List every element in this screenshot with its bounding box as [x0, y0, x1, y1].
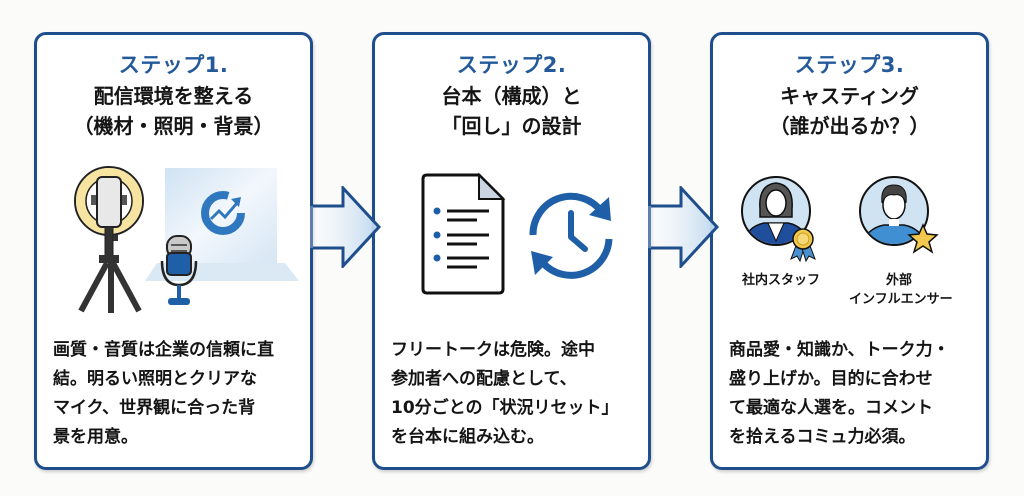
microphone-icon — [160, 235, 198, 305]
step-title-line: キャスティング — [780, 84, 919, 108]
description-line: 10分ごとの「状況リセット」 — [391, 398, 619, 418]
step-description: 画質・音質は企業の信頼に直 結。明るい照明とクリアな マイク、世界観に合った背 … — [53, 336, 298, 452]
staff-avatar-icon — [741, 176, 811, 246]
description-line: を拾えるコミュ力必須。 — [729, 427, 916, 447]
equipment-illustration — [37, 163, 310, 323]
right-arrow-icon — [303, 184, 382, 270]
step-label: ステップ2. — [456, 53, 567, 77]
step-title-line: 「回し」の設計 — [441, 114, 582, 138]
clock-cycle-icon — [529, 192, 613, 279]
right-arrow-icon — [641, 184, 720, 270]
step-title-line: （機材・照明・背景） — [73, 114, 274, 138]
step-label: ステップ3. — [794, 53, 905, 77]
person-label-line: 社内スタッフ — [742, 273, 821, 288]
step-title: キャスティング （誰が出るか？） — [713, 81, 986, 141]
influencer-avatar-icon — [859, 176, 929, 246]
description-line: 画質・音質は企業の信頼に直 — [53, 340, 274, 360]
step-title-line: 配信環境を整える — [93, 84, 254, 108]
step-description: フリートークは危険。途中 参加者への配慮として、 10分ごとの「状況リセット」 … — [391, 336, 636, 452]
description-line: 参加者への配慮として、 — [391, 369, 577, 389]
step-label: ステップ1. — [118, 53, 229, 77]
step-description: 商品愛・知識か、トーク力・ 盛り上げか。目的に合わせ て最適な人選を。コメント … — [729, 336, 974, 452]
description-line: 商品愛・知識か、トーク力・ — [729, 340, 950, 360]
step-card-1: ステップ1. 配信環境を整える （機材・照明・背景） — [34, 32, 313, 470]
step-title: 台本（構成）と 「回し」の設計 — [375, 81, 648, 141]
step-card-3: ステップ3. キャスティング （誰が出るか？） — [710, 32, 989, 470]
flow-arrow-2-to-3 — [641, 184, 721, 270]
step-title-line: （誰が出るか？） — [769, 114, 930, 138]
ring-light-tripod-icon — [74, 166, 144, 313]
script-illustration — [375, 163, 648, 323]
person-label-line: 外部 — [885, 273, 912, 288]
flow-arrow-1-to-2 — [303, 184, 383, 270]
person-label-line: インフルエンサー — [849, 292, 953, 307]
description-line: 結。明るい照明とクリアな — [53, 369, 257, 389]
description-line: を台本に組み込む。 — [391, 427, 544, 447]
casting-illustration — [713, 163, 986, 323]
step-title-line: 台本（構成）と — [441, 84, 582, 108]
description-line: 盛り上げか。目的に合わせ — [729, 369, 933, 389]
person-label-influencer: 外部 インフルエンサー — [849, 271, 953, 309]
script-document-icon — [421, 172, 506, 295]
award-ribbon-icon — [790, 228, 816, 263]
step-card-2: ステップ2. 台本（構成）と 「回し」の設計 — [372, 32, 651, 470]
description-line: マイク、世界観に合った背 — [53, 398, 256, 418]
star-icon — [907, 223, 939, 254]
step-title: 配信環境を整える （機材・照明・背景） — [37, 81, 310, 141]
description-line: 景を用意。 — [53, 427, 138, 447]
description-line: フリートークは危険。途中 — [391, 340, 595, 360]
person-label-staff: 社内スタッフ — [742, 271, 821, 290]
description-line: て最適な人選を。コメント — [729, 398, 933, 418]
growth-logo-icon — [201, 191, 245, 235]
